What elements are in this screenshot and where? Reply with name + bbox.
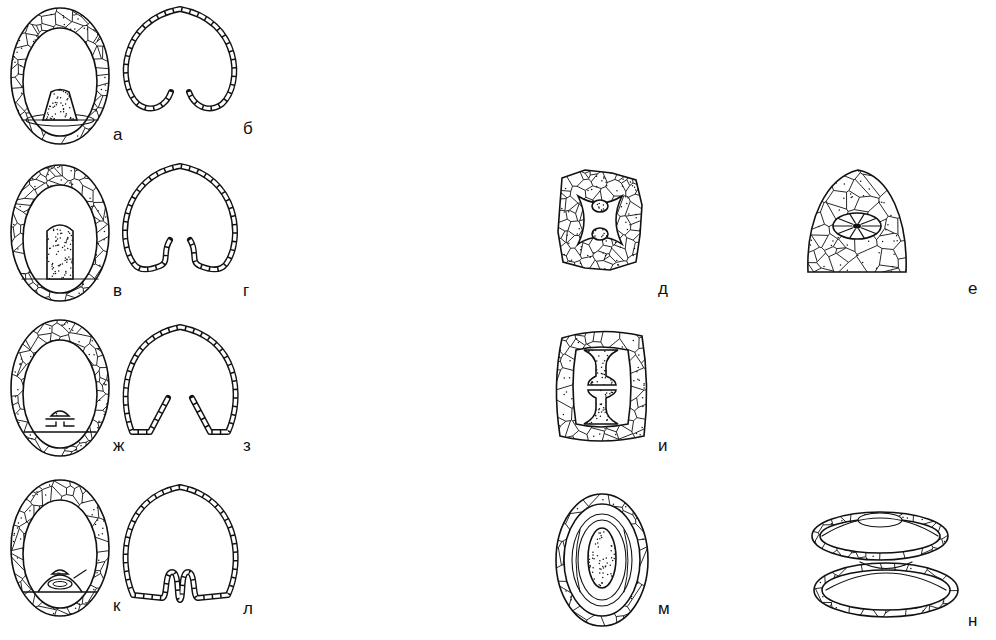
figure-letter: м: [658, 600, 670, 617]
figure-letter: б: [243, 120, 253, 137]
figure-letter: а: [113, 126, 122, 143]
figure-letter: е: [968, 280, 977, 297]
figure-letter: з: [243, 437, 251, 454]
embryo-outline: [126, 327, 236, 432]
embryo-section: [10, 478, 110, 619]
figure-letter: и: [658, 437, 668, 454]
figure-letter: д: [658, 280, 668, 297]
embryo-section: [810, 510, 960, 619]
cell-cluster: [555, 168, 645, 272]
figure-letter: в: [113, 282, 122, 299]
figure-letter: ж: [113, 437, 124, 454]
embryo-section: [10, 6, 110, 146]
figure-letter: к: [113, 597, 120, 614]
figure-letter: г: [243, 282, 249, 299]
figure-letter: н: [968, 612, 977, 629]
embryo-outline: [126, 9, 235, 108]
embryo-section: [549, 325, 652, 447]
embryo-outline: [126, 487, 236, 600]
embryo-section: [10, 162, 110, 303]
cell-cluster: [804, 166, 910, 276]
embryo-section: [9, 318, 110, 458]
embryo-section: [554, 492, 651, 628]
embryo-outline: [125, 166, 235, 270]
figure-letter: л: [243, 600, 253, 617]
